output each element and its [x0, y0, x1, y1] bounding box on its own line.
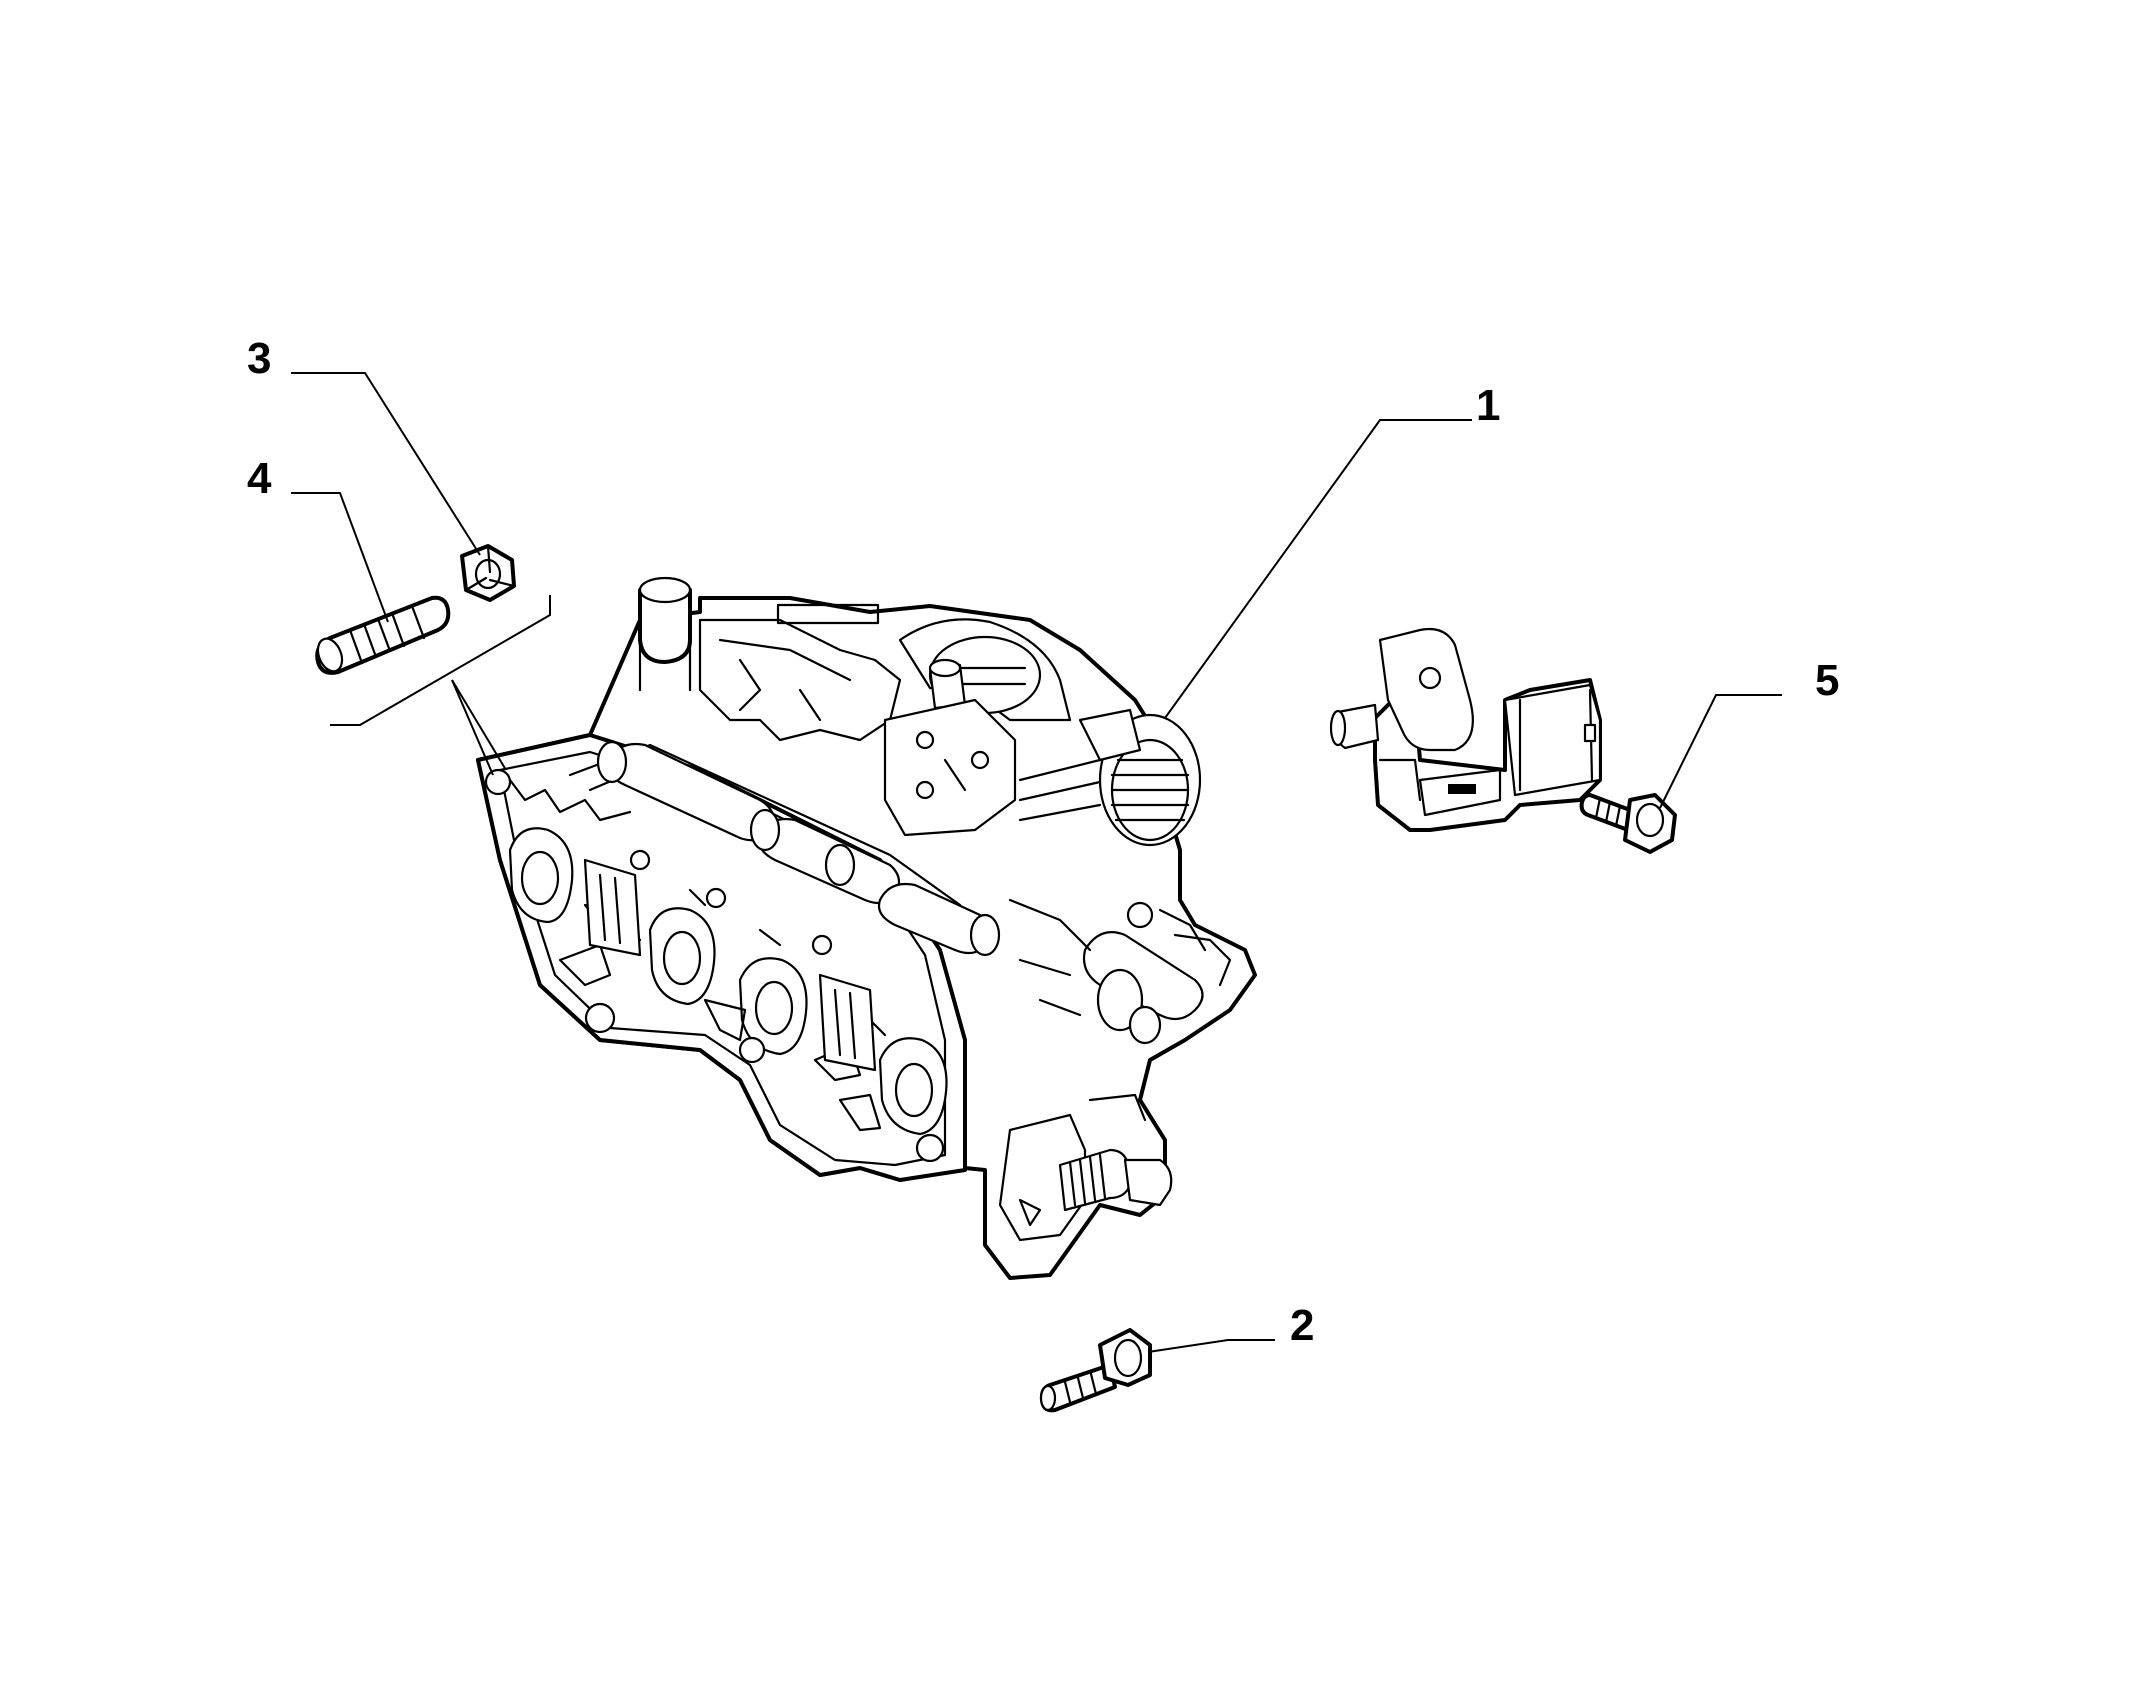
part-nut[interactable]	[460, 544, 516, 602]
callout-4: 4	[247, 454, 272, 503]
part-map-sensor[interactable]	[1329, 627, 1602, 832]
callout-2: 2	[1290, 1301, 1314, 1350]
callout-1: 1	[1476, 381, 1500, 430]
callout-3: 3	[247, 334, 271, 383]
callout-5: 5	[1815, 656, 1839, 705]
part-screw-5[interactable]	[1579, 793, 1677, 854]
leader-lines	[291, 372, 1782, 1353]
part-screw-2[interactable]	[1039, 1328, 1152, 1413]
part-intake-manifold[interactable]	[476, 576, 1257, 1280]
part-stud[interactable]	[313, 595, 451, 675]
